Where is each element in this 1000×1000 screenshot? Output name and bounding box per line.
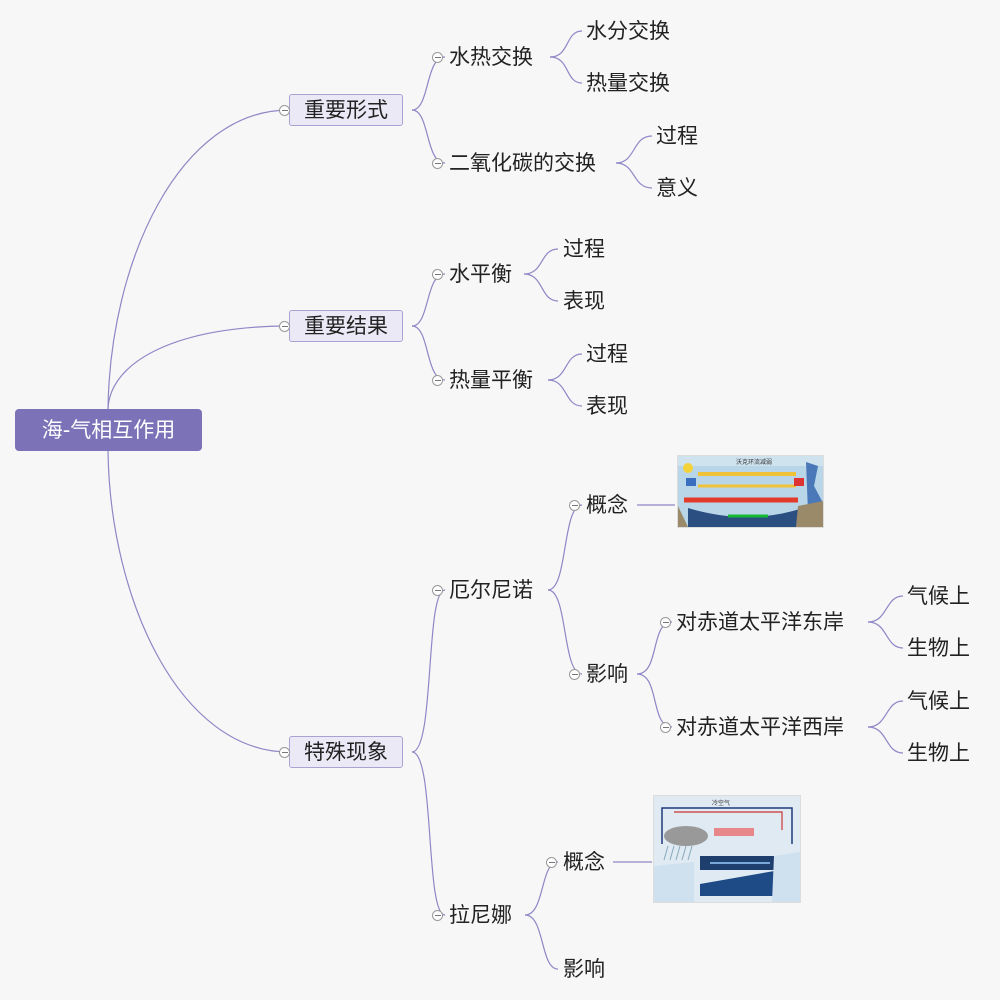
leaf-process[interactable]: 过程 [563, 237, 605, 261]
leaf-significance[interactable]: 意义 [656, 176, 698, 200]
leaf-climate[interactable]: 气候上 [907, 584, 970, 608]
node-water-balance[interactable]: 水平衡 [449, 262, 512, 286]
collapse-icon[interactable] [279, 321, 290, 332]
node-el-nino-concept[interactable]: 概念 [586, 493, 628, 517]
collapse-icon[interactable] [279, 105, 290, 116]
collapse-icon[interactable] [279, 747, 290, 758]
collapse-icon[interactable] [432, 375, 443, 386]
node-east-pacific[interactable]: 对赤道太平洋东岸 [676, 610, 844, 634]
leaf-process[interactable]: 过程 [656, 124, 698, 148]
root-node[interactable]: 海-气相互作用 [15, 409, 202, 451]
node-heat-balance[interactable]: 热量平衡 [449, 368, 533, 392]
collapse-icon[interactable] [432, 910, 443, 921]
walker-title: 沃克环流减弱 [736, 458, 772, 466]
branch-important-results[interactable]: 重要结果 [289, 310, 403, 342]
node-la-nina-concept[interactable]: 概念 [563, 850, 605, 874]
branch-important-forms[interactable]: 重要形式 [289, 94, 403, 126]
leaf-climate[interactable]: 气候上 [907, 689, 970, 713]
branch-special-phenomena[interactable]: 特殊现象 [289, 736, 403, 768]
node-la-nina[interactable]: 拉尼娜 [449, 903, 512, 927]
collapse-icon[interactable] [432, 158, 443, 169]
la-nina-diagram-image[interactable]: 冷空气 [653, 795, 801, 903]
collapse-icon[interactable] [432, 585, 443, 596]
la-nina-title: 冷空气 [712, 799, 730, 807]
leaf-water-exchange[interactable]: 水分交换 [586, 19, 670, 43]
walker-circulation-image[interactable]: 沃克环流减弱 [677, 455, 824, 528]
leaf-biology[interactable]: 生物上 [907, 741, 970, 765]
collapse-icon[interactable] [569, 500, 580, 511]
node-el-nino-impact[interactable]: 影响 [586, 662, 628, 686]
collapse-icon[interactable] [660, 722, 671, 733]
collapse-icon[interactable] [546, 857, 557, 868]
leaf-process[interactable]: 过程 [586, 342, 628, 366]
leaf-manifestation[interactable]: 表现 [586, 394, 628, 418]
node-la-nina-impact[interactable]: 影响 [563, 957, 605, 981]
leaf-heat-exchange[interactable]: 热量交换 [586, 71, 670, 95]
leaf-manifestation[interactable]: 表现 [563, 289, 605, 313]
collapse-icon[interactable] [569, 669, 580, 680]
node-water-heat-exchange[interactable]: 水热交换 [449, 45, 533, 69]
node-el-nino[interactable]: 厄尔尼诺 [449, 578, 533, 602]
collapse-icon[interactable] [432, 269, 443, 280]
collapse-icon[interactable] [660, 617, 671, 628]
node-co2-exchange[interactable]: 二氧化碳的交换 [449, 151, 596, 175]
leaf-biology[interactable]: 生物上 [907, 636, 970, 660]
collapse-icon[interactable] [432, 52, 443, 63]
node-west-pacific[interactable]: 对赤道太平洋西岸 [676, 715, 844, 739]
